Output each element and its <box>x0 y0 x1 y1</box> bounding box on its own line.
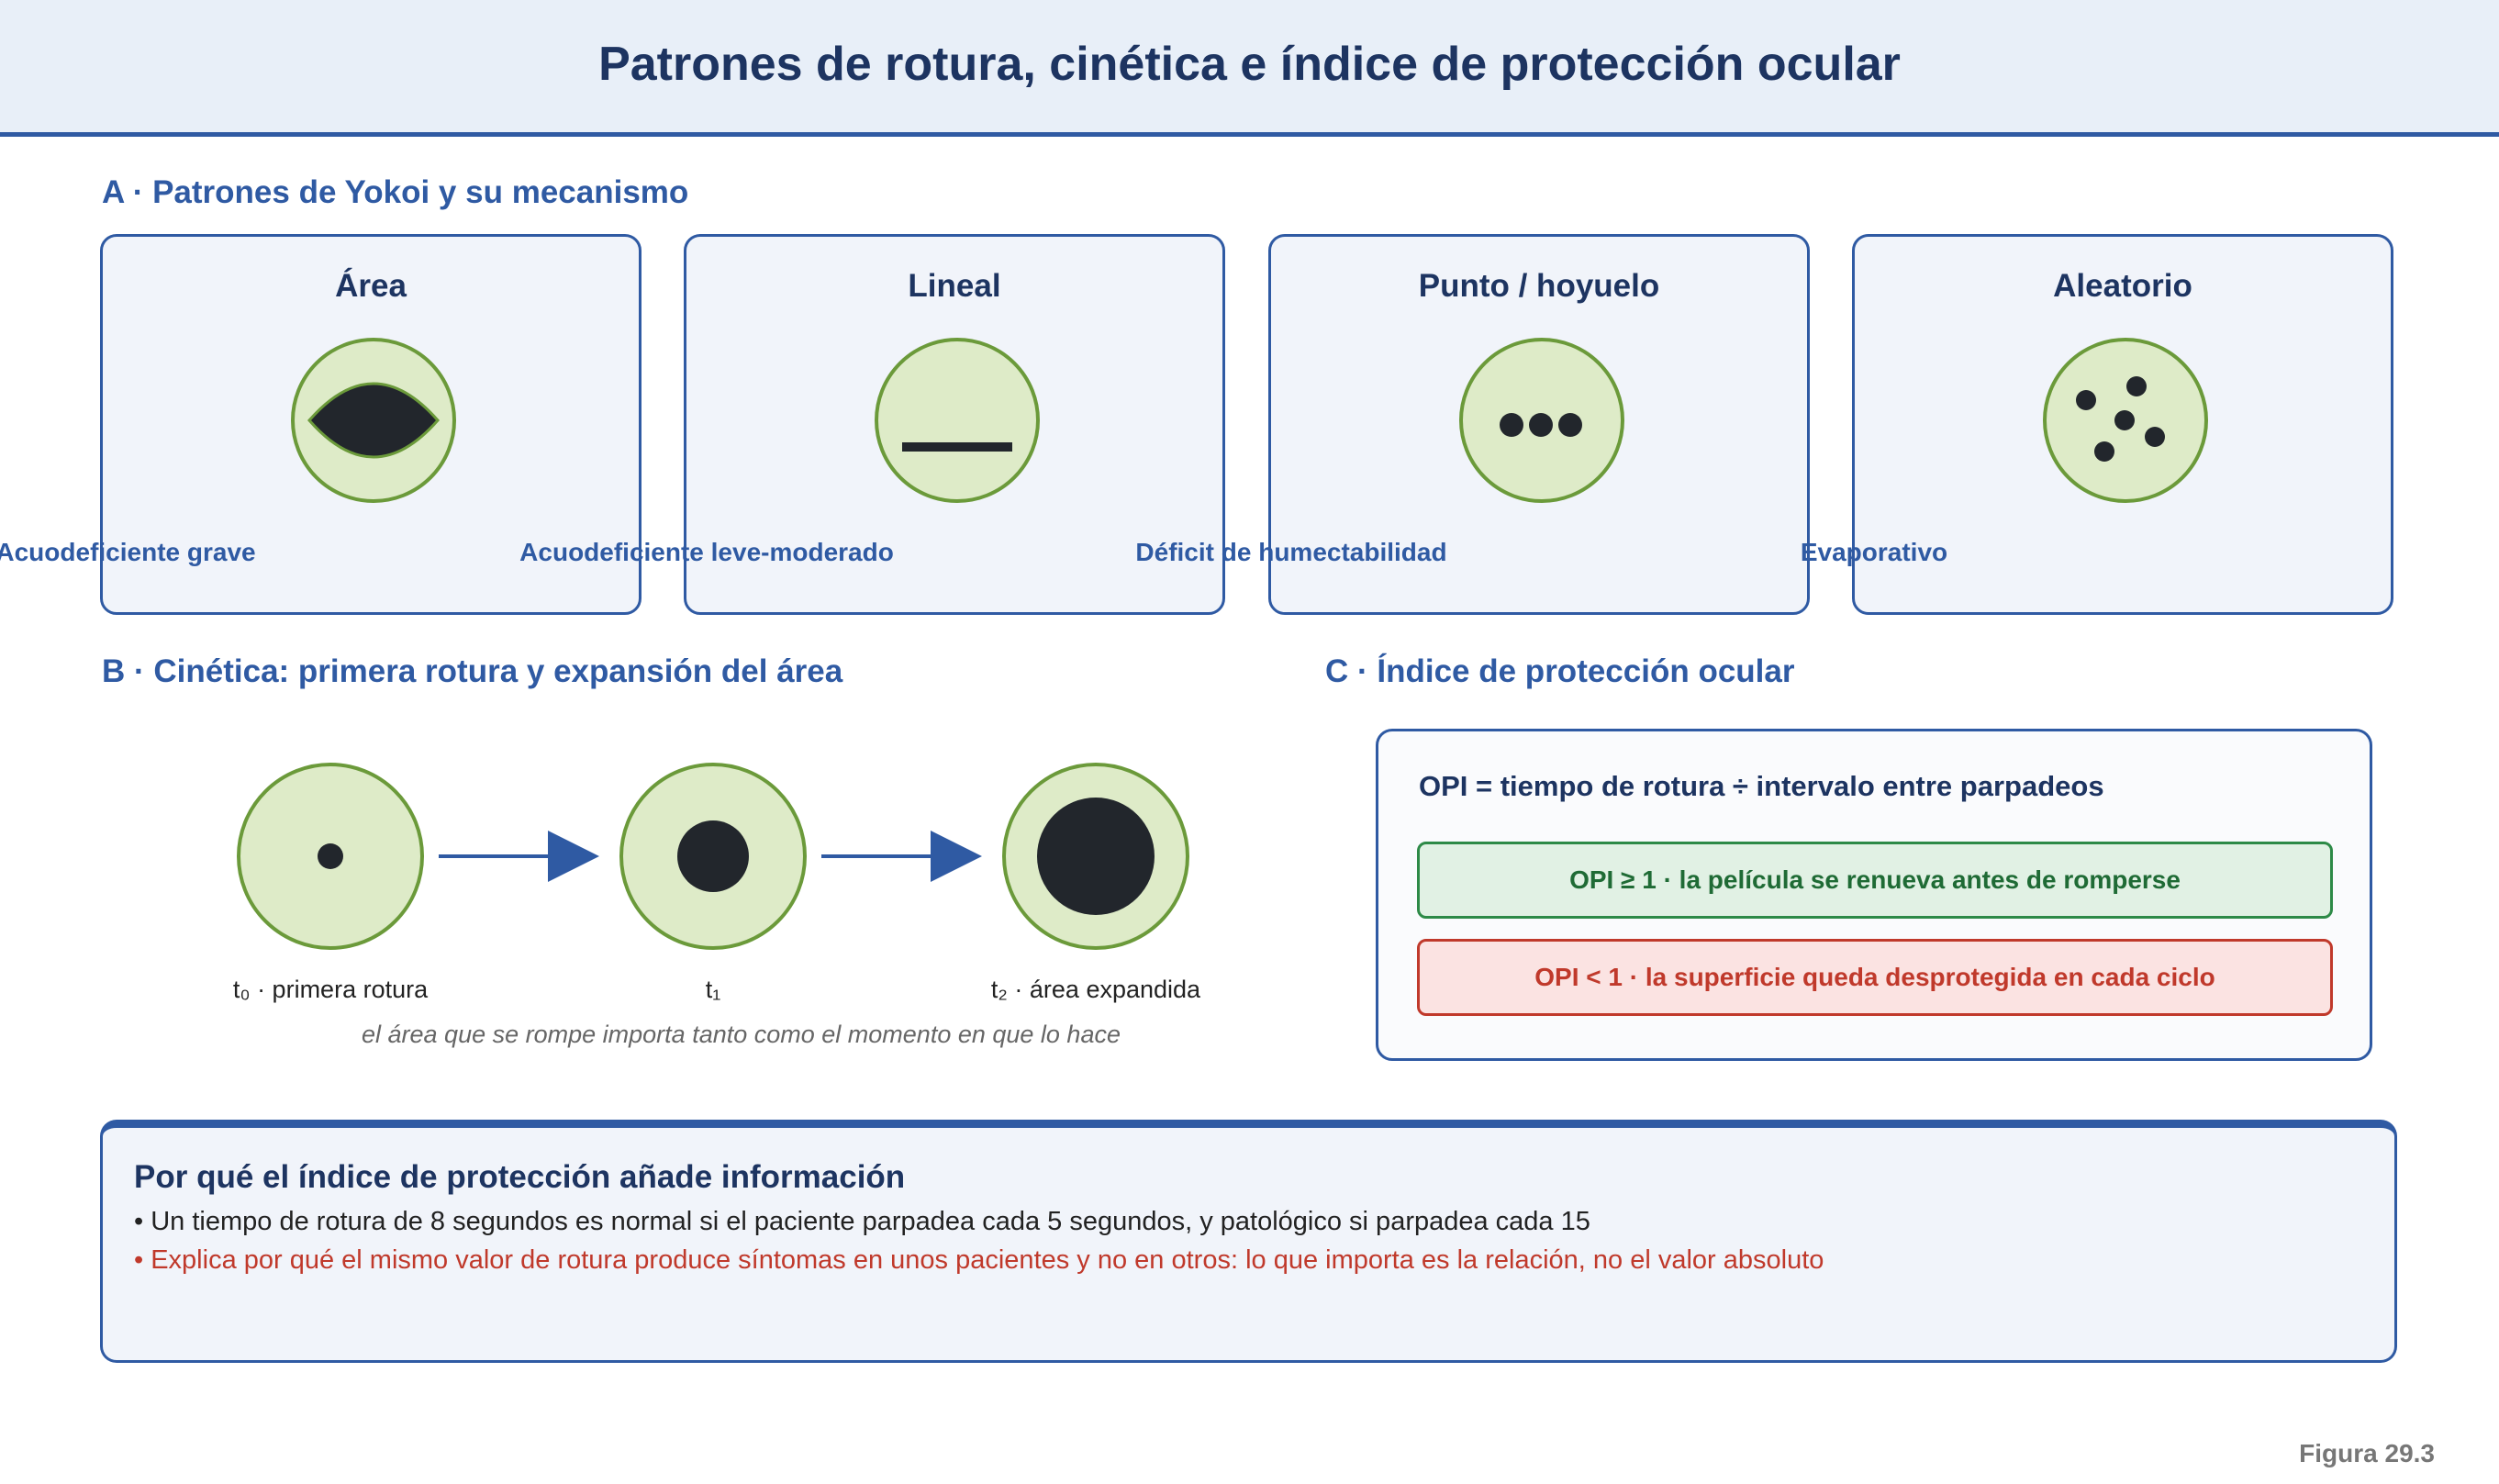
kinetics-diagram <box>237 763 1189 950</box>
section-a-title: A · Patrones de Yokoi y su mecanismo <box>102 174 689 210</box>
opi-good-row: OPI ≥ 1 · la película se renueva antes d… <box>1417 842 2333 919</box>
section-c-title: C · Índice de protección ocular <box>1325 653 1795 689</box>
opi-formula: OPI = tiempo de rotura ÷ intervalo entre… <box>1419 770 2104 802</box>
stage-t1-circle <box>619 763 807 950</box>
opi-panel: OPI = tiempo de rotura ÷ intervalo entre… <box>1376 729 2372 1061</box>
stage-t2-circle <box>1002 763 1189 950</box>
mechanism-label-aleatorio: Evaporativo <box>1800 538 1948 566</box>
dots-row-icon <box>1459 338 1624 503</box>
opi-bad-row: OPI < 1 · la superficie queda desprotegi… <box>1417 939 2333 1016</box>
pattern-card-lineal: Lineal <box>684 234 1225 615</box>
scattered-dots-icon <box>2043 338 2208 503</box>
pattern-card-aleatorio: Aleatorio <box>1852 234 2393 615</box>
header: Patrones de rotura, cinética e índice de… <box>0 0 2499 137</box>
stage-t2-label: t₂ · área expandida <box>990 976 1201 1003</box>
mechanism-label-lineal: Acuodeficiente leve-moderado <box>519 538 894 566</box>
summary-line-2: • Explica por qué el mismo valor de rotu… <box>134 1245 1824 1275</box>
section-b-title: B · Cinética: primera rotura y expansión… <box>102 653 843 689</box>
page-title: Patrones de rotura, cinética e índice de… <box>598 38 1901 91</box>
opi-good-text: OPI ≥ 1 · la película se renueva antes d… <box>1569 865 2181 894</box>
stage-t0-label: t₀ · primera rotura <box>232 976 429 1003</box>
line-icon <box>875 338 1040 503</box>
stage-t0-circle <box>237 763 424 950</box>
summary-line-1: • Un tiempo de rotura de 8 segundos es n… <box>134 1207 1590 1236</box>
mechanism-label-punto: Déficit de humectabilidad <box>1135 538 1447 566</box>
pattern-card-punto: Punto / hoyuelo <box>1268 234 1810 615</box>
pattern-name: Lineal <box>908 268 1001 304</box>
summary-title: Por qué el índice de protección añade in… <box>134 1159 906 1195</box>
summary-box: Por qué el índice de protección añade in… <box>100 1120 2397 1363</box>
kinetics-note: el área que se rompe importa tanto como … <box>362 1021 1121 1048</box>
stage-t1-label: t₁ <box>705 976 721 1003</box>
lens-shape-icon <box>291 338 456 503</box>
pattern-name: Punto / hoyuelo <box>1418 268 1660 304</box>
opi-bad-text: OPI < 1 · la superficie queda desprotegi… <box>1534 963 2215 991</box>
figure-label: Figura 29.3 <box>2299 1439 2435 1467</box>
pattern-name: Área <box>335 268 407 304</box>
pattern-card-area: Área <box>100 234 641 615</box>
mechanism-label-area: Acuodeficiente grave <box>0 538 256 566</box>
pattern-name: Aleatorio <box>2053 268 2192 304</box>
